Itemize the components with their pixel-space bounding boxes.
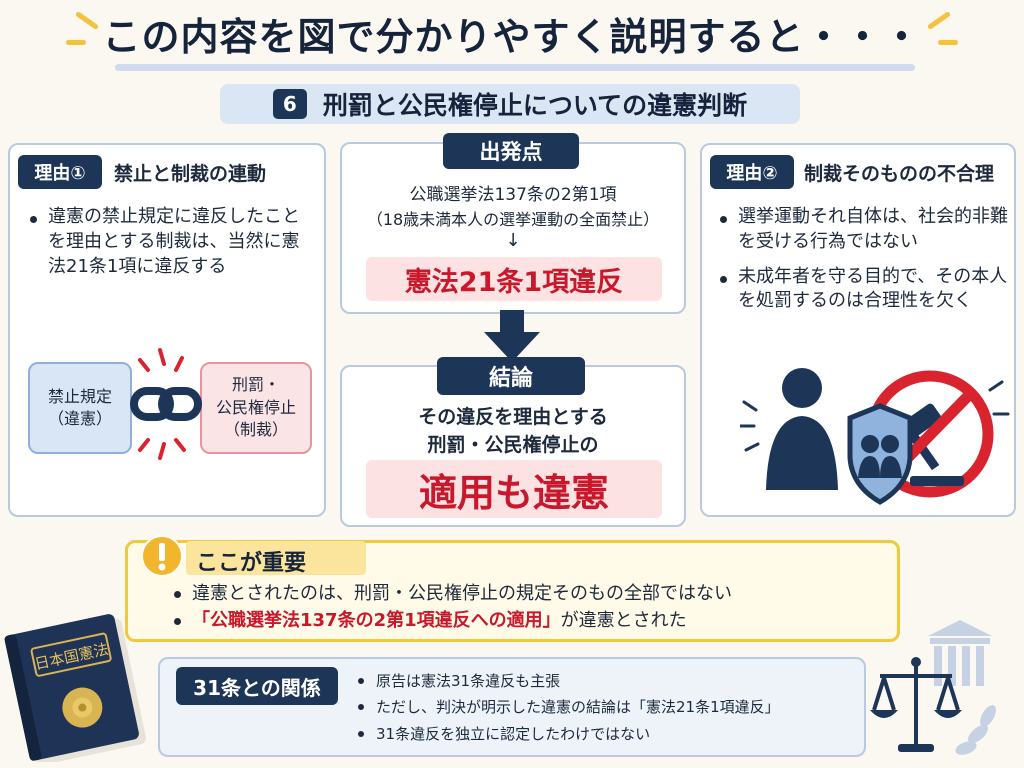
reason1-title: 禁止と制裁の連動 <box>114 163 267 185</box>
reason1-tag: 理由① <box>18 155 102 189</box>
section-title: 刑罰と公民権停止についての違憲判断 <box>322 91 748 120</box>
reason1-bullet: 違憲の禁止規定に違反したことを理由とする制裁は、当然に憲法21条1項に違反する <box>26 205 316 279</box>
sparkle-right-2-icon <box>938 40 958 45</box>
title-underline <box>115 64 915 71</box>
exclamation-icon <box>141 535 183 577</box>
relation-item: 原告は憲法31条違反も主張 <box>354 668 862 694</box>
laurel-icon <box>955 705 996 755</box>
reason2-tag: 理由② <box>710 155 794 189</box>
starting-point-tag: 出発点 <box>443 133 579 169</box>
constitution-violation-box: 憲法21条1項違反 <box>366 257 662 301</box>
important-item-2-rest: が違憲とされた <box>560 610 687 631</box>
sanction-box: 刑罰・ 公民権停止 （制裁） <box>200 362 312 454</box>
important-item-2: 「公職選挙法137条の2第1項違反への適用」が違憲とされた <box>170 607 890 634</box>
scales-of-justice-icon <box>870 620 996 755</box>
section-heading: 6 刑罰と公民権停止についての違憲判断 <box>220 84 800 124</box>
reason2-title: 制裁そのものの不合理 <box>804 163 995 185</box>
family-shield-icon <box>847 403 913 505</box>
starting-law-description: （18歳未満本人の選挙運動の全面禁止） <box>366 210 660 229</box>
important-list: 違憲とされたのは、刑罰・公民権停止の規定そのもの全部ではない 「公職選挙法137… <box>170 580 890 634</box>
relation-item: 31条違反を独立に認定したわけではない <box>354 721 862 747</box>
reason2-bullet: 選挙運動それ自体は、社会的非難を受ける行為ではない <box>716 205 1012 255</box>
important-item-1: 違憲とされたのは、刑罰・公民権停止の規定そのもの全部ではない <box>170 580 890 607</box>
chain-link-icon <box>130 387 202 421</box>
conclusion-line-1: その違反を理由とする <box>418 406 608 428</box>
article31-relation-list: 原告は憲法31条違反も主張 ただし、判決が明示した違憲の結論は「憲法21条1項違… <box>354 668 862 747</box>
important-title-highlight <box>186 541 366 575</box>
conclusion-line-2: 刑罰・公民権停止の <box>427 434 599 456</box>
courthouse-icon <box>928 620 992 686</box>
reason1-bullets: 違憲の禁止規定に違反したことを理由とする制裁は、当然に憲法21条1項に違反する <box>26 205 316 279</box>
page-title: この内容を図で分かりやすく説明すると・・・ <box>102 15 922 59</box>
alert-lines-right-icon <box>988 380 1010 416</box>
conclusion-highlight: 適用も違憲 <box>366 460 662 518</box>
important-title: ここが重要 <box>196 551 307 576</box>
small-down-arrow: ↓ <box>505 230 521 251</box>
sparkle-left-2-icon <box>66 40 86 45</box>
person-icon <box>766 368 838 490</box>
alert-lines-icon <box>740 400 760 452</box>
protection-illustration <box>740 368 1010 505</box>
reason1-panel <box>8 143 326 517</box>
reason2-bullet: 未成年者を守る目的で、その本人を処罰するのは合理性を欠く <box>716 265 1012 315</box>
conclusion-tag: 結論 <box>437 357 585 395</box>
article31-relation-tag: 31条との関係 <box>176 667 338 705</box>
burst-lines-icon <box>138 348 186 460</box>
starting-law-article: 公職選挙法137条の2第1項 <box>409 185 617 205</box>
reason2-bullets: 選挙運動それ自体は、社会的非難を受ける行為ではない 未成年者を守る目的で、その本… <box>716 205 1012 324</box>
down-arrow-icon <box>484 310 540 362</box>
section-number-badge: 6 <box>272 89 307 119</box>
relation-item: ただし、判決が明示した違憲の結論は「憲法21条1項違反」 <box>354 694 862 720</box>
prohibition-rule-box: 禁止規定 （違憲） <box>28 362 132 454</box>
important-item-2-highlight: 「公職選挙法137条の2第1項違反への適用」 <box>192 610 561 631</box>
constitution-book-icon: 日本国憲法 <box>4 614 147 762</box>
